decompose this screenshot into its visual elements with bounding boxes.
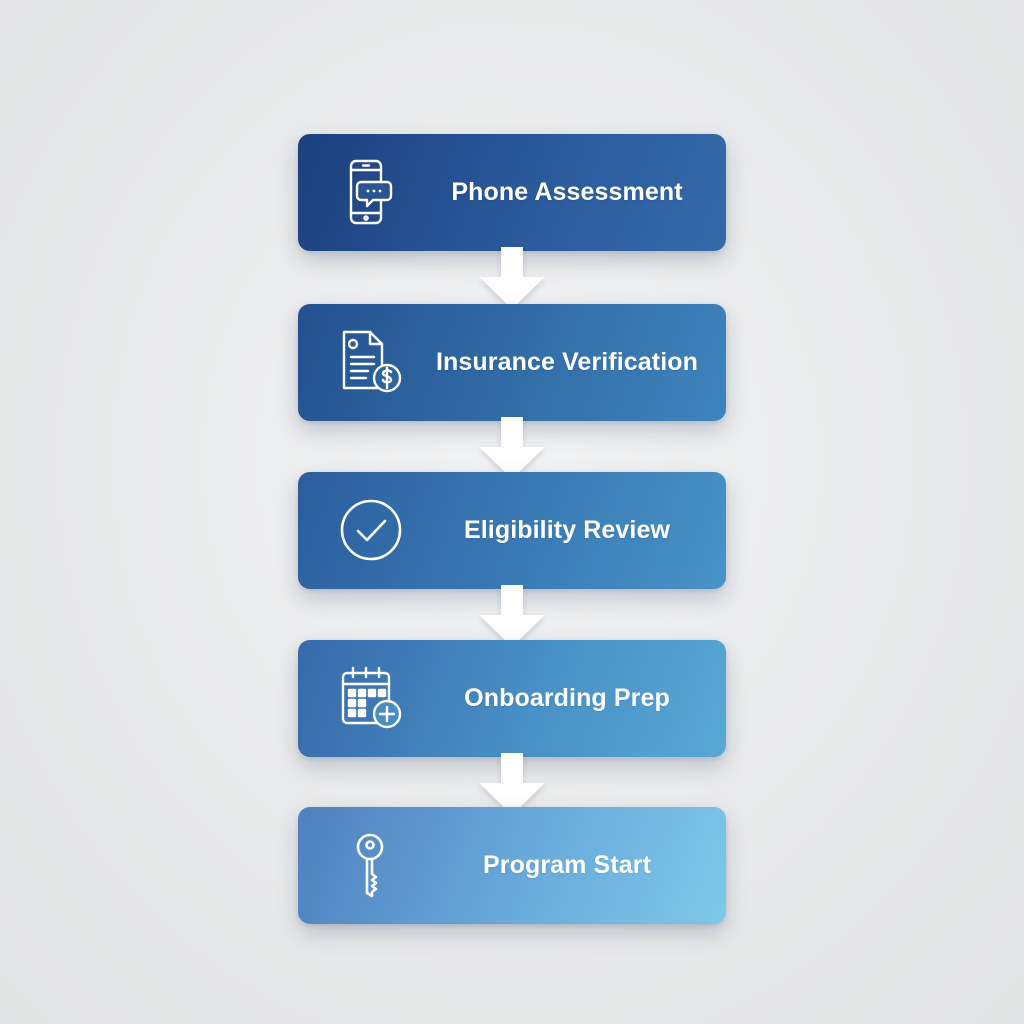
down-arrow-icon — [479, 417, 545, 479]
step-phone-assessment: Phone Assessment — [298, 134, 726, 251]
phone-chat-icon — [349, 159, 393, 225]
down-arrow-icon — [479, 585, 545, 647]
step-program-start: Program Start — [298, 807, 726, 924]
step-eligibility-review: Eligibility Review — [298, 472, 726, 589]
check-circle-icon — [340, 499, 402, 561]
step-label: Phone Assessment — [451, 178, 683, 206]
step-insurance-verification: Insurance Verification — [298, 304, 726, 421]
step-label: Onboarding Prep — [464, 684, 670, 712]
down-arrow-icon — [479, 753, 545, 815]
key-icon — [356, 833, 384, 898]
calendar-plus-icon — [341, 666, 402, 729]
down-arrow-icon — [479, 247, 545, 309]
document-dollar-icon — [342, 330, 402, 393]
step-label: Eligibility Review — [463, 516, 671, 544]
step-label: Program Start — [482, 851, 651, 879]
process-flowchart: Phone Assessment Insurance Verification … — [298, 134, 726, 924]
step-onboarding-prep: Onboarding Prep — [298, 640, 726, 757]
step-label: Insurance Verification — [435, 348, 698, 376]
